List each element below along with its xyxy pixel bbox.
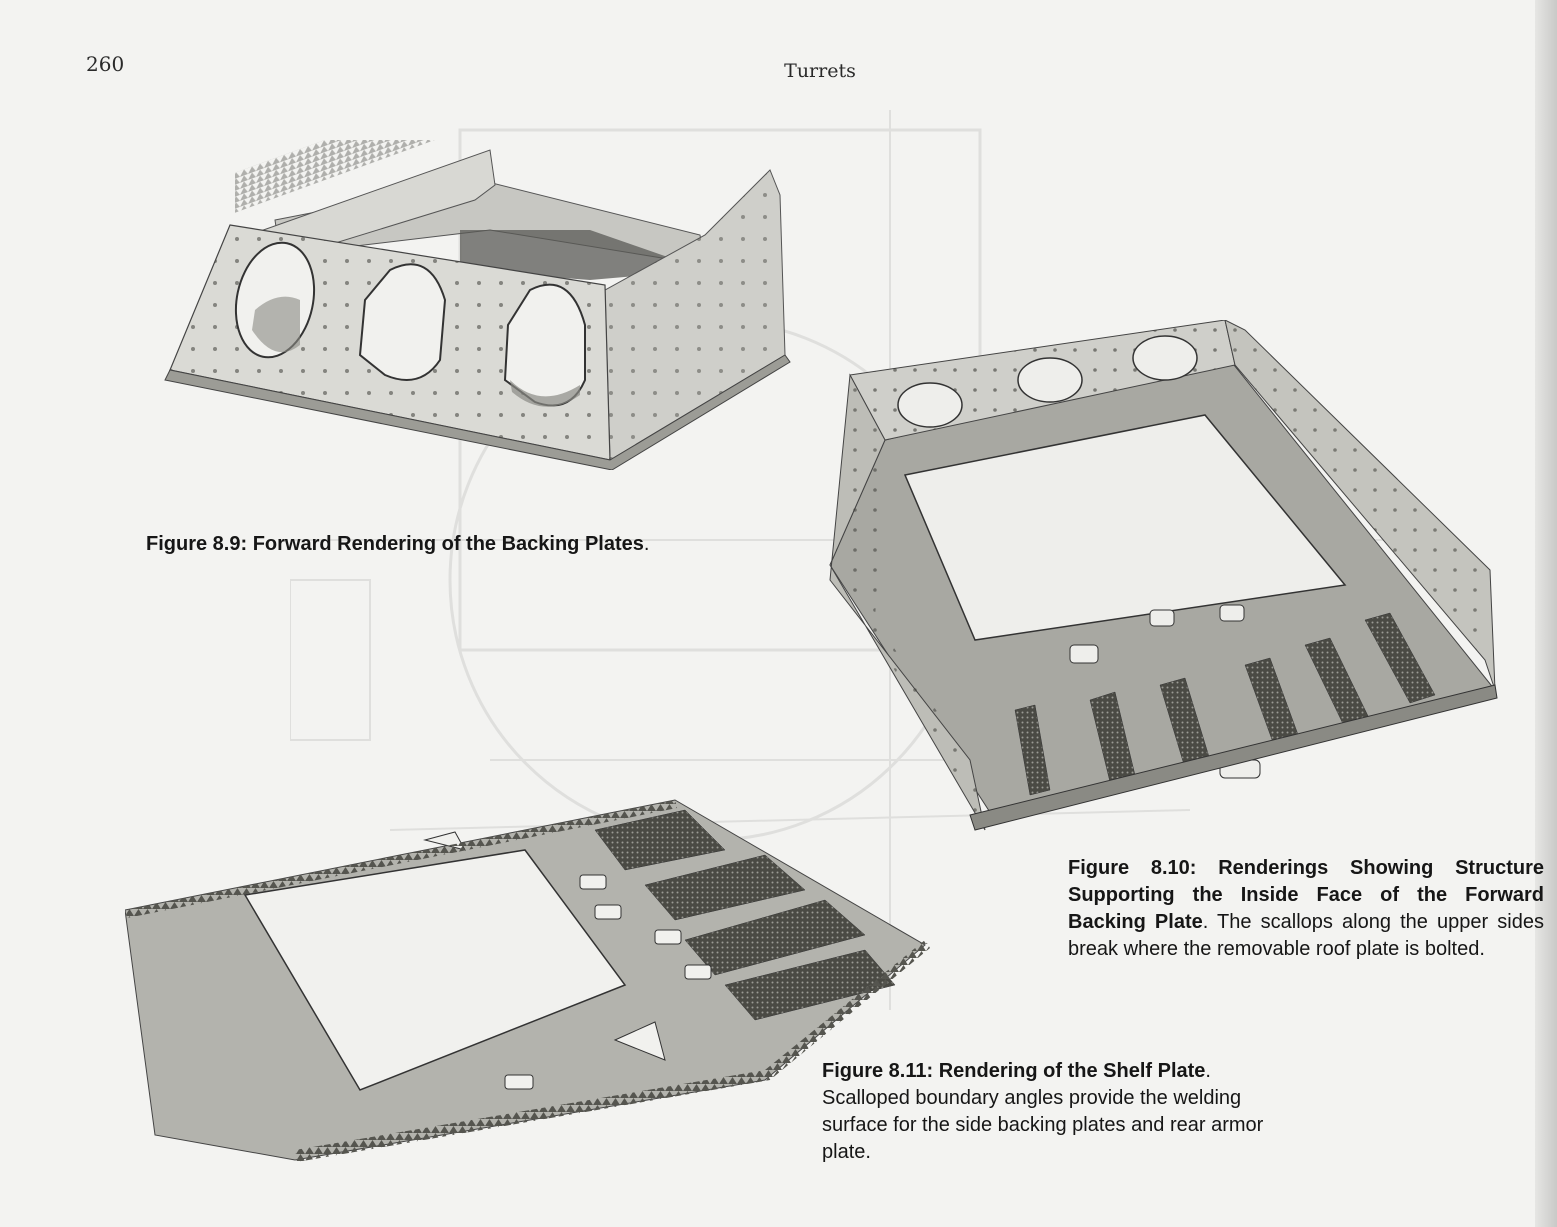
figure-8-9-label: Figure 8.9:: [146, 533, 248, 555]
figure-8-11-label: Figure 8.11:: [822, 1060, 934, 1082]
figure-8-10-caption: Figure 8.10: Renderings Showing Structur…: [1068, 855, 1544, 963]
figure-8-10-title: Renderings Showing Structure Supporting …: [1068, 857, 1544, 933]
figure-8-11-shelf-plate-rendering: [125, 799, 930, 1162]
figure-8-9-title: Forward Rendering of the Backing Plates: [252, 533, 644, 555]
figure-8-9-backing-plates-rendering: [164, 140, 791, 470]
figure-8-9-text: .: [643, 533, 650, 555]
running-head: Turrets: [784, 60, 856, 82]
figure-8-10-inside-structure-rendering: [829, 320, 1498, 831]
figure-8-10-text: . The scallops along the upper sides bre…: [1068, 911, 1544, 960]
figure-8-11-title: Rendering of the Shelf Plate: [938, 1060, 1206, 1082]
page-number: 260: [86, 52, 125, 76]
figure-8-11-text: . Scalloped boundary angles provide the …: [822, 1060, 1264, 1163]
figure-8-11-caption: Figure 8.11: Rendering of the Shelf Plat…: [822, 1058, 1292, 1166]
figure-8-10-label: Figure 8.10:: [1068, 857, 1197, 879]
page-edge-shadow: [1535, 0, 1557, 1227]
figure-8-9-caption: Figure 8.9: Forward Rendering of the Bac…: [146, 531, 766, 558]
